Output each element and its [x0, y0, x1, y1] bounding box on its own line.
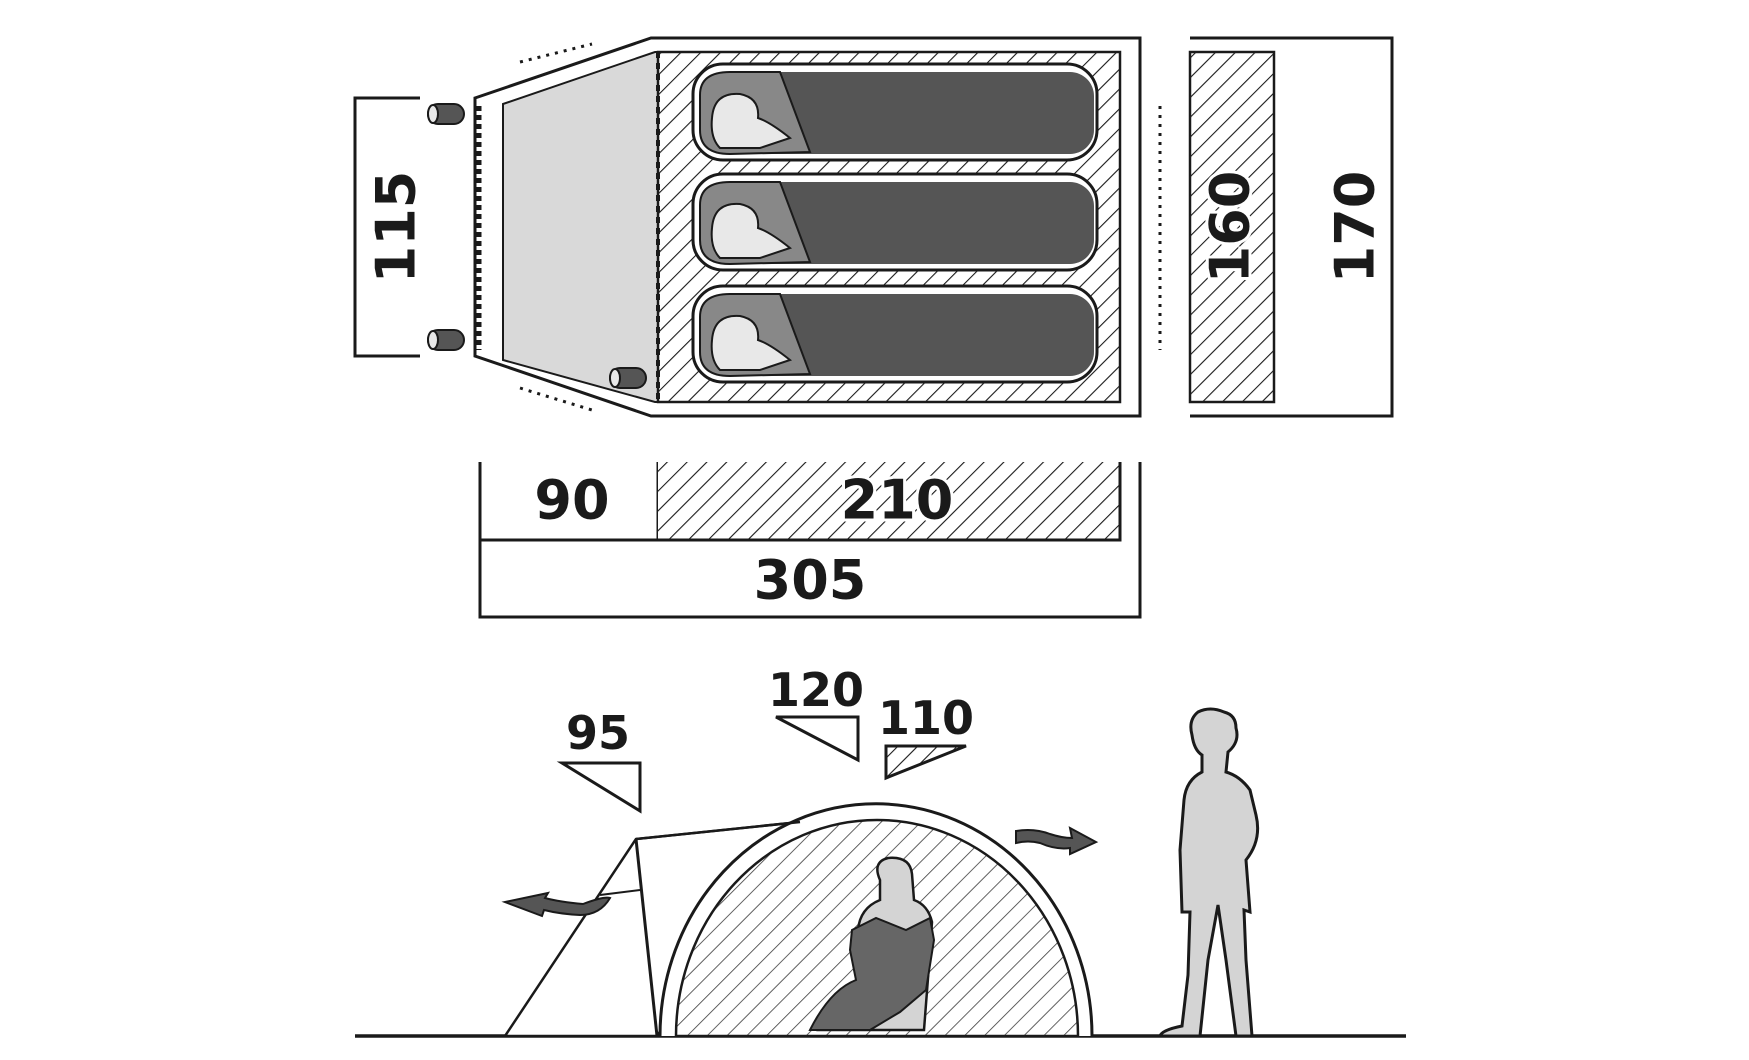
fly-ridge [635, 820, 801, 841]
dimension-vestibule-length: 90 [534, 469, 609, 532]
height-triangle-vestibule [556, 761, 642, 814]
height-sleeping-label: 110 [878, 691, 974, 745]
sleeper-head-icon [710, 202, 793, 259]
peg-icon [609, 367, 647, 389]
dimension-bracket [353, 96, 420, 358]
height-vestibule-label: 95 [566, 706, 630, 760]
height-triangle-sleeping [884, 744, 967, 781]
sleeping-bag [691, 284, 1099, 384]
dimension-sleeping-width: 160 [1199, 171, 1262, 284]
dimension-total-length: 305 [754, 549, 867, 612]
sleeping-width-bar [1188, 50, 1276, 404]
side-view: 95 120 110 [355, 663, 1406, 1038]
dimension-sleeping-length: 210 [841, 469, 954, 532]
dimension-bracket [658, 462, 1122, 542]
peg-icon [427, 103, 465, 125]
seated-person-icon [808, 856, 936, 1032]
dimension-total-width: 170 [1324, 171, 1387, 284]
height-triangle-max [775, 715, 860, 763]
airflow-arrow-icon [501, 891, 612, 918]
standing-person-icon [1157, 707, 1260, 1038]
vent-dots [519, 386, 593, 412]
height-max-label: 120 [768, 663, 864, 717]
dimension-bracket [478, 462, 1142, 619]
vestibule-area [502, 51, 659, 403]
dimension-vestibule-width: 115 [365, 171, 428, 284]
sleeper-head-icon [710, 92, 793, 149]
sleeping-bag [691, 62, 1099, 162]
sleeping-bag [691, 172, 1099, 272]
sleeping-length-bar [658, 462, 1120, 540]
vent-dots [519, 42, 593, 64]
airflow-arrow-icon [1015, 826, 1099, 856]
floor-plan: 115 160 170 90 210 305 [353, 36, 1394, 619]
vestibule-pole [634, 838, 659, 1037]
dimension-bracket [1190, 36, 1394, 418]
peg-icon [427, 329, 465, 351]
vestibule-seam [599, 889, 641, 896]
sleeper-head-icon [710, 314, 793, 371]
